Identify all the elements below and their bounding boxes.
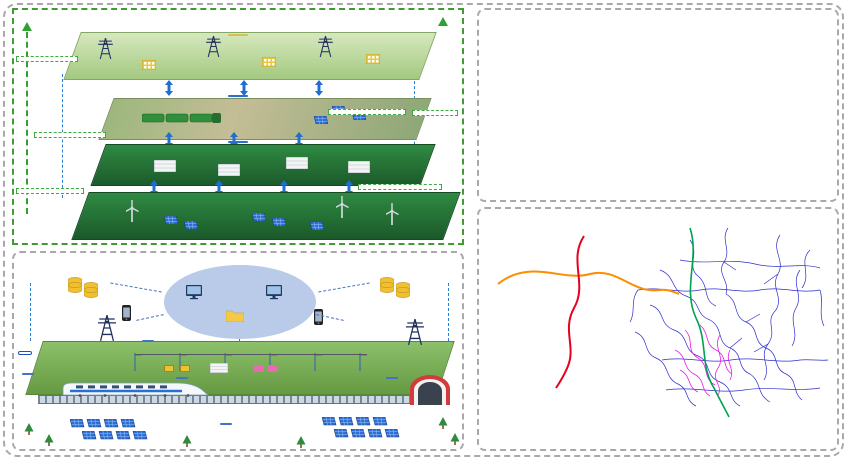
green-up-arrow-icon bbox=[22, 22, 32, 31]
high-speed-train-icon bbox=[62, 382, 210, 397]
gird-storage-interaction-label bbox=[328, 109, 406, 115]
map-class4-lines-magenta bbox=[674, 324, 733, 397]
control-center-ellipse bbox=[164, 265, 316, 339]
transformer-icon bbox=[180, 365, 190, 372]
comm-link-line bbox=[448, 283, 449, 341]
database-icon bbox=[68, 277, 82, 293]
storage-layer-label bbox=[228, 141, 248, 143]
pv-array-icon bbox=[322, 417, 388, 426]
building-icon bbox=[262, 57, 276, 67]
railway-map bbox=[497, 227, 829, 418]
traction-substation-label bbox=[142, 340, 154, 342]
storage-container-icon bbox=[286, 157, 308, 169]
updown-arrow-icon bbox=[315, 80, 323, 96]
phone-icon bbox=[314, 309, 323, 325]
transformer-icon bbox=[164, 365, 174, 372]
outer-border bbox=[3, 3, 844, 457]
tree-icon bbox=[438, 417, 448, 429]
battery-cabinet-icon bbox=[254, 365, 264, 372]
tree-icon bbox=[450, 433, 460, 445]
comm-link-line bbox=[30, 283, 31, 341]
source-load-interaction-label bbox=[16, 188, 84, 194]
grid-layer-platform bbox=[63, 32, 437, 80]
grid-layer-label bbox=[228, 34, 248, 36]
building-icon bbox=[366, 54, 380, 64]
source-grid-interaction-label bbox=[412, 110, 458, 116]
load-storage-interaction-label bbox=[34, 132, 106, 138]
map-rail-network-blue bbox=[634, 227, 811, 407]
pv-array-icon bbox=[334, 429, 400, 438]
pv-array-icon bbox=[70, 419, 136, 428]
catenary-wire bbox=[135, 354, 367, 355]
the-grid-label bbox=[18, 351, 32, 355]
catenary-pole-icon bbox=[314, 353, 322, 371]
pv-tunnel-label bbox=[386, 377, 398, 379]
grid-load-interaction-label bbox=[16, 56, 78, 62]
updown-arrow-icon bbox=[240, 80, 248, 96]
phone-icon bbox=[122, 305, 131, 321]
tunnel-icon bbox=[410, 375, 450, 405]
chart bbox=[481, 12, 836, 200]
map-class1-line-orange bbox=[497, 270, 680, 295]
battery-cabinet-icon bbox=[268, 365, 278, 372]
building-icon bbox=[142, 60, 156, 70]
database-icon bbox=[84, 282, 98, 298]
wind-turbine-icon bbox=[386, 203, 399, 225]
tree-icon bbox=[44, 434, 54, 446]
pv-panel-icon bbox=[310, 222, 324, 230]
contact-net-label bbox=[22, 373, 34, 375]
green-up-arrow-icon bbox=[438, 17, 448, 26]
transmission-tower-icon bbox=[406, 319, 424, 345]
railway-layer-label bbox=[228, 95, 248, 97]
storage-container-icon bbox=[218, 164, 240, 176]
wind-turbine-icon bbox=[336, 196, 349, 218]
tree-icon bbox=[296, 436, 306, 448]
database-icon bbox=[396, 282, 410, 298]
map-label-III bbox=[764, 249, 788, 267]
pv-panel-icon bbox=[272, 218, 286, 226]
pv-panel-icon bbox=[184, 221, 198, 229]
chart-legend bbox=[581, 26, 597, 46]
pv-array-icon bbox=[82, 431, 148, 440]
monitor-icon bbox=[186, 285, 202, 300]
updown-arrow-icon bbox=[165, 80, 173, 96]
transmission-tower-icon bbox=[98, 38, 113, 59]
source-storage-interaction-label bbox=[358, 184, 442, 190]
tree-icon bbox=[24, 423, 34, 435]
map-class3-line-green bbox=[689, 227, 730, 418]
pv-panel-icon bbox=[314, 116, 328, 124]
pv-panel-label bbox=[220, 423, 232, 425]
folder-icon bbox=[226, 310, 244, 322]
pv-panel-icon bbox=[164, 216, 178, 224]
comm-link-line bbox=[110, 282, 162, 293]
panel-smart-railway bbox=[12, 251, 464, 451]
map-class2-line-red bbox=[555, 235, 585, 389]
railway-track bbox=[38, 395, 436, 404]
panel-system-interactions bbox=[12, 8, 464, 245]
panel-map bbox=[477, 207, 839, 451]
transmission-tower-icon bbox=[318, 36, 333, 57]
freight-train-icon bbox=[142, 113, 221, 123]
storage-container-icon bbox=[210, 363, 228, 373]
tree-icon bbox=[182, 435, 192, 447]
wind-turbine-icon bbox=[126, 200, 139, 222]
catenary-pole-icon bbox=[134, 353, 142, 371]
monitor-icon bbox=[266, 285, 282, 300]
storage-layer-platform bbox=[90, 144, 436, 186]
green-flow-line bbox=[26, 32, 28, 214]
comm-link-line bbox=[136, 314, 164, 321]
comm-link-line bbox=[318, 282, 370, 293]
transmission-tower-icon bbox=[98, 315, 116, 341]
database-icon bbox=[380, 277, 394, 293]
storage-container-icon bbox=[154, 160, 176, 172]
panel-chart bbox=[477, 8, 839, 202]
pv-panel-icon bbox=[252, 213, 266, 221]
energy-storage-system-label bbox=[176, 377, 188, 379]
storage-container-icon bbox=[348, 161, 370, 173]
catenary-pole-icon bbox=[359, 353, 367, 371]
transmission-tower-icon bbox=[206, 36, 221, 57]
map-rail-lines-blue-long bbox=[629, 259, 829, 392]
